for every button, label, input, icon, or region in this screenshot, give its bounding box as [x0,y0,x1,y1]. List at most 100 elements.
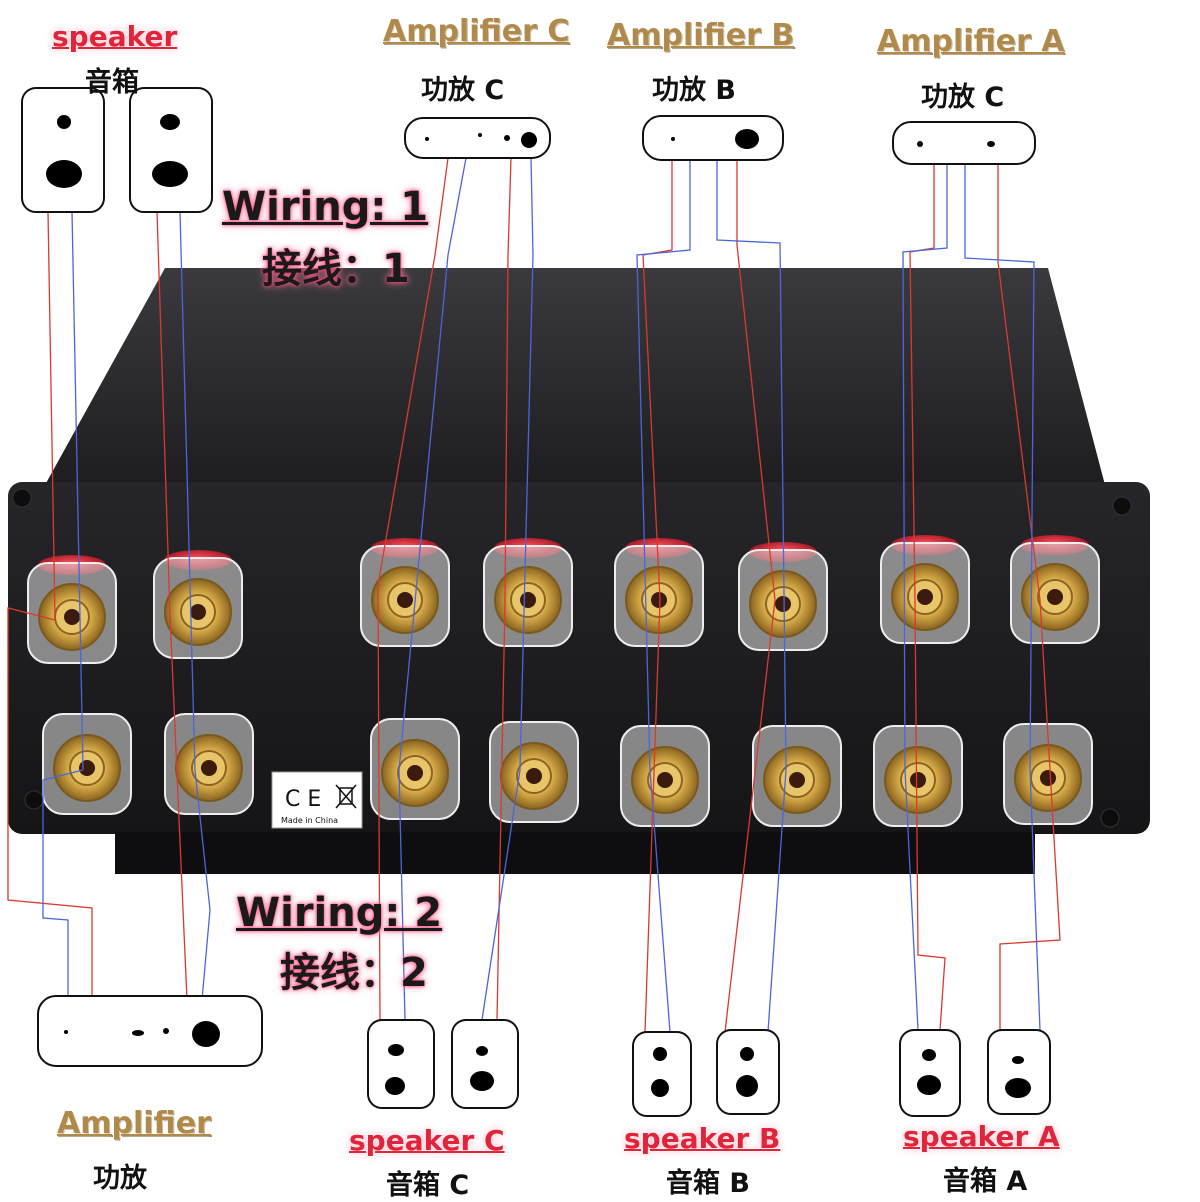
negative-wire [179,211,196,771]
positive-wire [377,584,381,1021]
terminal-dot [478,133,482,137]
positive-wire [914,599,946,1031]
terminal-dot [504,135,510,141]
terminal-dot [917,1075,941,1095]
positive-wire [156,211,171,616]
amplifier-b-label-cn: 功放 B [652,75,736,106]
positive-wire [47,211,56,621]
terminal-dot [192,1021,220,1047]
terminal-dot [653,1047,667,1061]
terminal-dot [160,114,180,130]
terminal-dot [425,137,429,141]
screw-icon [12,488,32,508]
negative-wire [481,769,521,1021]
terminal-dot [385,1077,405,1095]
terminal-dot [651,1079,669,1097]
binding-post-icon [483,538,573,647]
speaker-box-icon [987,1029,1051,1115]
terminal-dot [1012,1056,1024,1064]
speaker-box-icon [716,1029,780,1115]
positive-wire [504,157,512,601]
post-hole [789,772,805,788]
amplifier-box-outline [37,995,263,1067]
terminal-dot [388,1044,404,1056]
wiring-2-label-en: Wiring: 2 [236,890,443,936]
binding-post-icon [370,718,460,820]
negative-wire [649,769,671,1033]
screw-icon [24,790,44,810]
post-hole [397,592,413,608]
binding-post-icon [489,721,579,823]
negative-wire [904,769,919,1031]
made-in-china-text: Made in China [281,816,338,825]
speaker-box-icon [632,1031,692,1117]
binding-posts [27,535,1100,827]
negative-wire [398,157,467,771]
speaker-label-en: speaker [52,20,178,53]
binding-post-icon [27,555,117,664]
terminal-dot [922,1049,936,1061]
speaker-box-outline [716,1029,780,1115]
post-hole [407,765,423,781]
terminal-dot [64,1030,68,1034]
positive-wire [736,160,776,601]
positive-wire [496,599,506,1021]
post-hole [201,760,217,776]
terminal-dot [521,132,537,148]
speaker-box-outline [21,87,105,213]
positive-wire [7,607,93,1000]
box-base [115,832,1035,874]
negative-wire [1029,769,1041,1031]
binding-post-icon [1010,535,1100,644]
binding-post-icon [620,725,710,827]
amplifier-box-icon [892,121,1036,165]
wiring-1-label-en: Wiring: 1 [222,184,429,230]
binding-post-icon [738,542,828,651]
terminal-dot [736,1075,758,1097]
connector-diagrams [21,87,1051,1117]
post-hole [917,589,933,605]
speaker-box-icon [129,87,213,213]
negative-wire [964,164,1035,771]
negative-wire [71,211,84,771]
post-hole [190,604,206,620]
screw-icon [1100,808,1120,828]
speaker-box-outline [632,1031,692,1117]
wires [7,157,1061,1033]
terminal-dot [735,129,759,149]
terminal-dot [1005,1078,1031,1098]
negative-wire [902,164,948,771]
terminal-dot [671,137,675,141]
terminal-dot [476,1046,488,1056]
post-hole [657,772,673,788]
binding-post-icon [614,538,704,647]
post-hole [910,772,926,788]
wiring-1-label-cn: 接线：1 [262,246,410,292]
speaker-box-icon [367,1019,435,1109]
terminal-dot [46,160,82,188]
amplifier-box-icon [642,115,784,161]
amplifier-a-label-cn: 功放 C [921,82,1005,113]
terminal-dot [152,161,188,187]
screw-icon [1112,496,1132,516]
terminal-dot [163,1028,169,1034]
speaker-box-outline [899,1029,961,1117]
speaker-box-icon [21,87,105,213]
negative-wire [636,160,691,771]
amplifier-label-cn: 功放 [93,1163,147,1194]
ce-label-plate: C E Made in China [271,771,363,829]
positive-wire [169,614,188,1001]
front-panel [8,482,1150,834]
terminal-dot [917,141,923,147]
amplifier-box-icon [404,117,551,159]
amplifier-b-label-en: Amplifier B [607,18,795,53]
amplifier-box-outline [892,121,1036,165]
speaker-box-outline [987,1029,1051,1115]
positive-wire [377,157,449,586]
post-hole [775,596,791,612]
amplifier-box-icon [37,995,263,1067]
speaker-a-label-cn: 音箱 A [943,1166,1028,1197]
post-hole [1047,589,1063,605]
speaker-c-label-cn: 音箱 C [386,1170,470,1201]
negative-wire [398,769,406,1021]
